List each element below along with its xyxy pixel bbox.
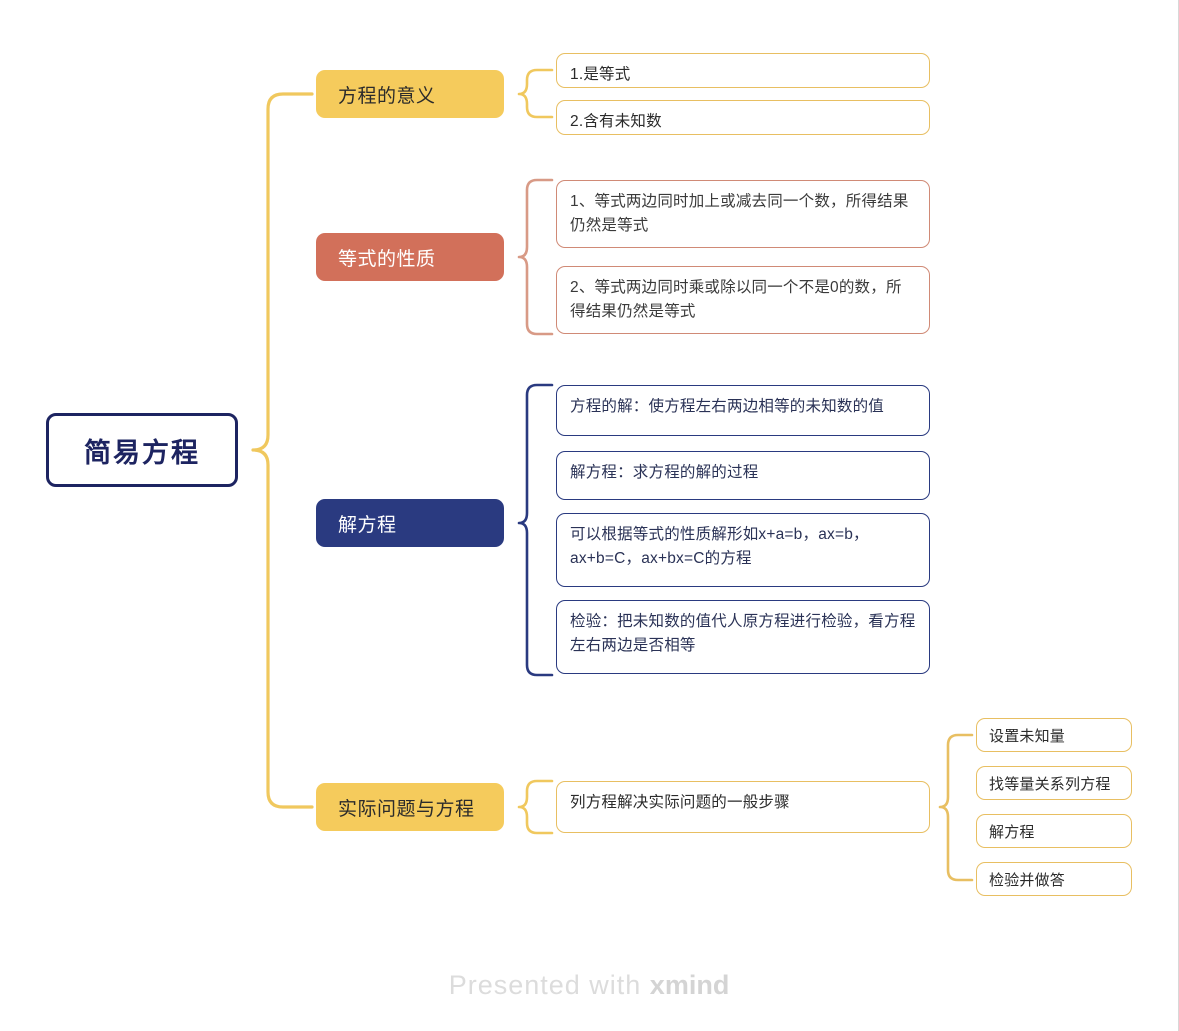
leaf-node-4-1[interactable]: 列方程解决实际问题的一般步骤 bbox=[556, 781, 930, 833]
subleaf-label-4-2: 找等量关系列方程 bbox=[989, 775, 1111, 793]
leaf-node-2-2[interactable]: 2、等式两边同时乘或除以同一个不是0的数，所得结果仍然是等式 bbox=[556, 266, 930, 334]
leaf-label-2-2: 2、等式两边同时乘或除以同一个不是0的数，所得结果仍然是等式 bbox=[570, 279, 902, 321]
subleaf-label-4-1: 设置未知量 bbox=[989, 727, 1066, 745]
leaf-node-2-1[interactable]: 1、等式两边同时加上或减去同一个数，所得结果仍然是等式 bbox=[556, 180, 930, 248]
subleaf-label-4-4: 检验并做答 bbox=[989, 871, 1066, 889]
subleaf-node-4-4[interactable]: 检验并做答 bbox=[976, 862, 1132, 896]
leaf-label-3-3: 可以根据等式的性质解形如x+a=b，ax=b，ax+b=C，ax+bx=C的方程 bbox=[570, 526, 869, 568]
leaf-node-3-4[interactable]: 检验：把未知数的值代人原方程进行检验，看方程左右两边是否相等 bbox=[556, 600, 930, 674]
leaf-label-4-1: 列方程解决实际问题的一般步骤 bbox=[570, 794, 790, 811]
branch-label-4: 实际问题与方程 bbox=[338, 798, 475, 820]
leaf-node-3-3[interactable]: 可以根据等式的性质解形如x+a=b，ax=b，ax+b=C，ax+bx=C的方程 bbox=[556, 513, 930, 587]
leaf-label-1-2: 2.含有未知数 bbox=[570, 113, 662, 130]
root-bracket bbox=[251, 92, 314, 809]
leaf-label-2-1: 1、等式两边同时加上或减去同一个数，所得结果仍然是等式 bbox=[570, 193, 909, 235]
branch-node-4[interactable]: 实际问题与方程 bbox=[316, 783, 504, 831]
leaf-label-3-1: 方程的解：使方程左右两边相等的未知数的值 bbox=[570, 398, 885, 415]
root-node[interactable]: 简易方程 bbox=[46, 413, 238, 487]
branch-bracket-4 bbox=[517, 779, 554, 835]
subleaf-node-4-3[interactable]: 解方程 bbox=[976, 814, 1132, 848]
root-label: 简易方程 bbox=[84, 437, 200, 468]
leaf-label-3-2: 解方程：求方程的解的过程 bbox=[570, 464, 759, 481]
branch-bracket-2 bbox=[517, 178, 554, 336]
branch-node-2[interactable]: 等式的性质 bbox=[316, 233, 504, 281]
watermark-brand: xmind bbox=[649, 970, 730, 1000]
subleaf-node-4-1[interactable]: 设置未知量 bbox=[976, 718, 1132, 752]
subleaf-label-4-3: 解方程 bbox=[989, 823, 1035, 841]
watermark-prefix: Presented with bbox=[448, 970, 650, 1000]
subleaf-node-4-2[interactable]: 找等量关系列方程 bbox=[976, 766, 1132, 800]
branch-label-2: 等式的性质 bbox=[338, 248, 436, 270]
branch-node-1[interactable]: 方程的意义 bbox=[316, 70, 504, 118]
leaf-label-3-4: 检验：把未知数的值代人原方程进行检验，看方程左右两边是否相等 bbox=[570, 613, 916, 655]
branch-bracket-3 bbox=[517, 383, 554, 677]
branch-node-3[interactable]: 解方程 bbox=[316, 499, 504, 547]
branch-bracket-1 bbox=[517, 68, 554, 119]
leaf-node-1-1[interactable]: 1.是等式 bbox=[556, 53, 930, 88]
branch-label-1: 方程的意义 bbox=[338, 85, 436, 107]
leaf-node-3-1[interactable]: 方程的解：使方程左右两边相等的未知数的值 bbox=[556, 385, 930, 436]
subleaf-bracket bbox=[938, 733, 974, 882]
leaf-node-3-2[interactable]: 解方程：求方程的解的过程 bbox=[556, 451, 930, 500]
leaf-node-1-2[interactable]: 2.含有未知数 bbox=[556, 100, 930, 135]
xmind-watermark: Presented with xmind bbox=[0, 970, 1178, 1001]
leaf-label-1-1: 1.是等式 bbox=[570, 66, 631, 83]
branch-label-3: 解方程 bbox=[338, 514, 397, 536]
